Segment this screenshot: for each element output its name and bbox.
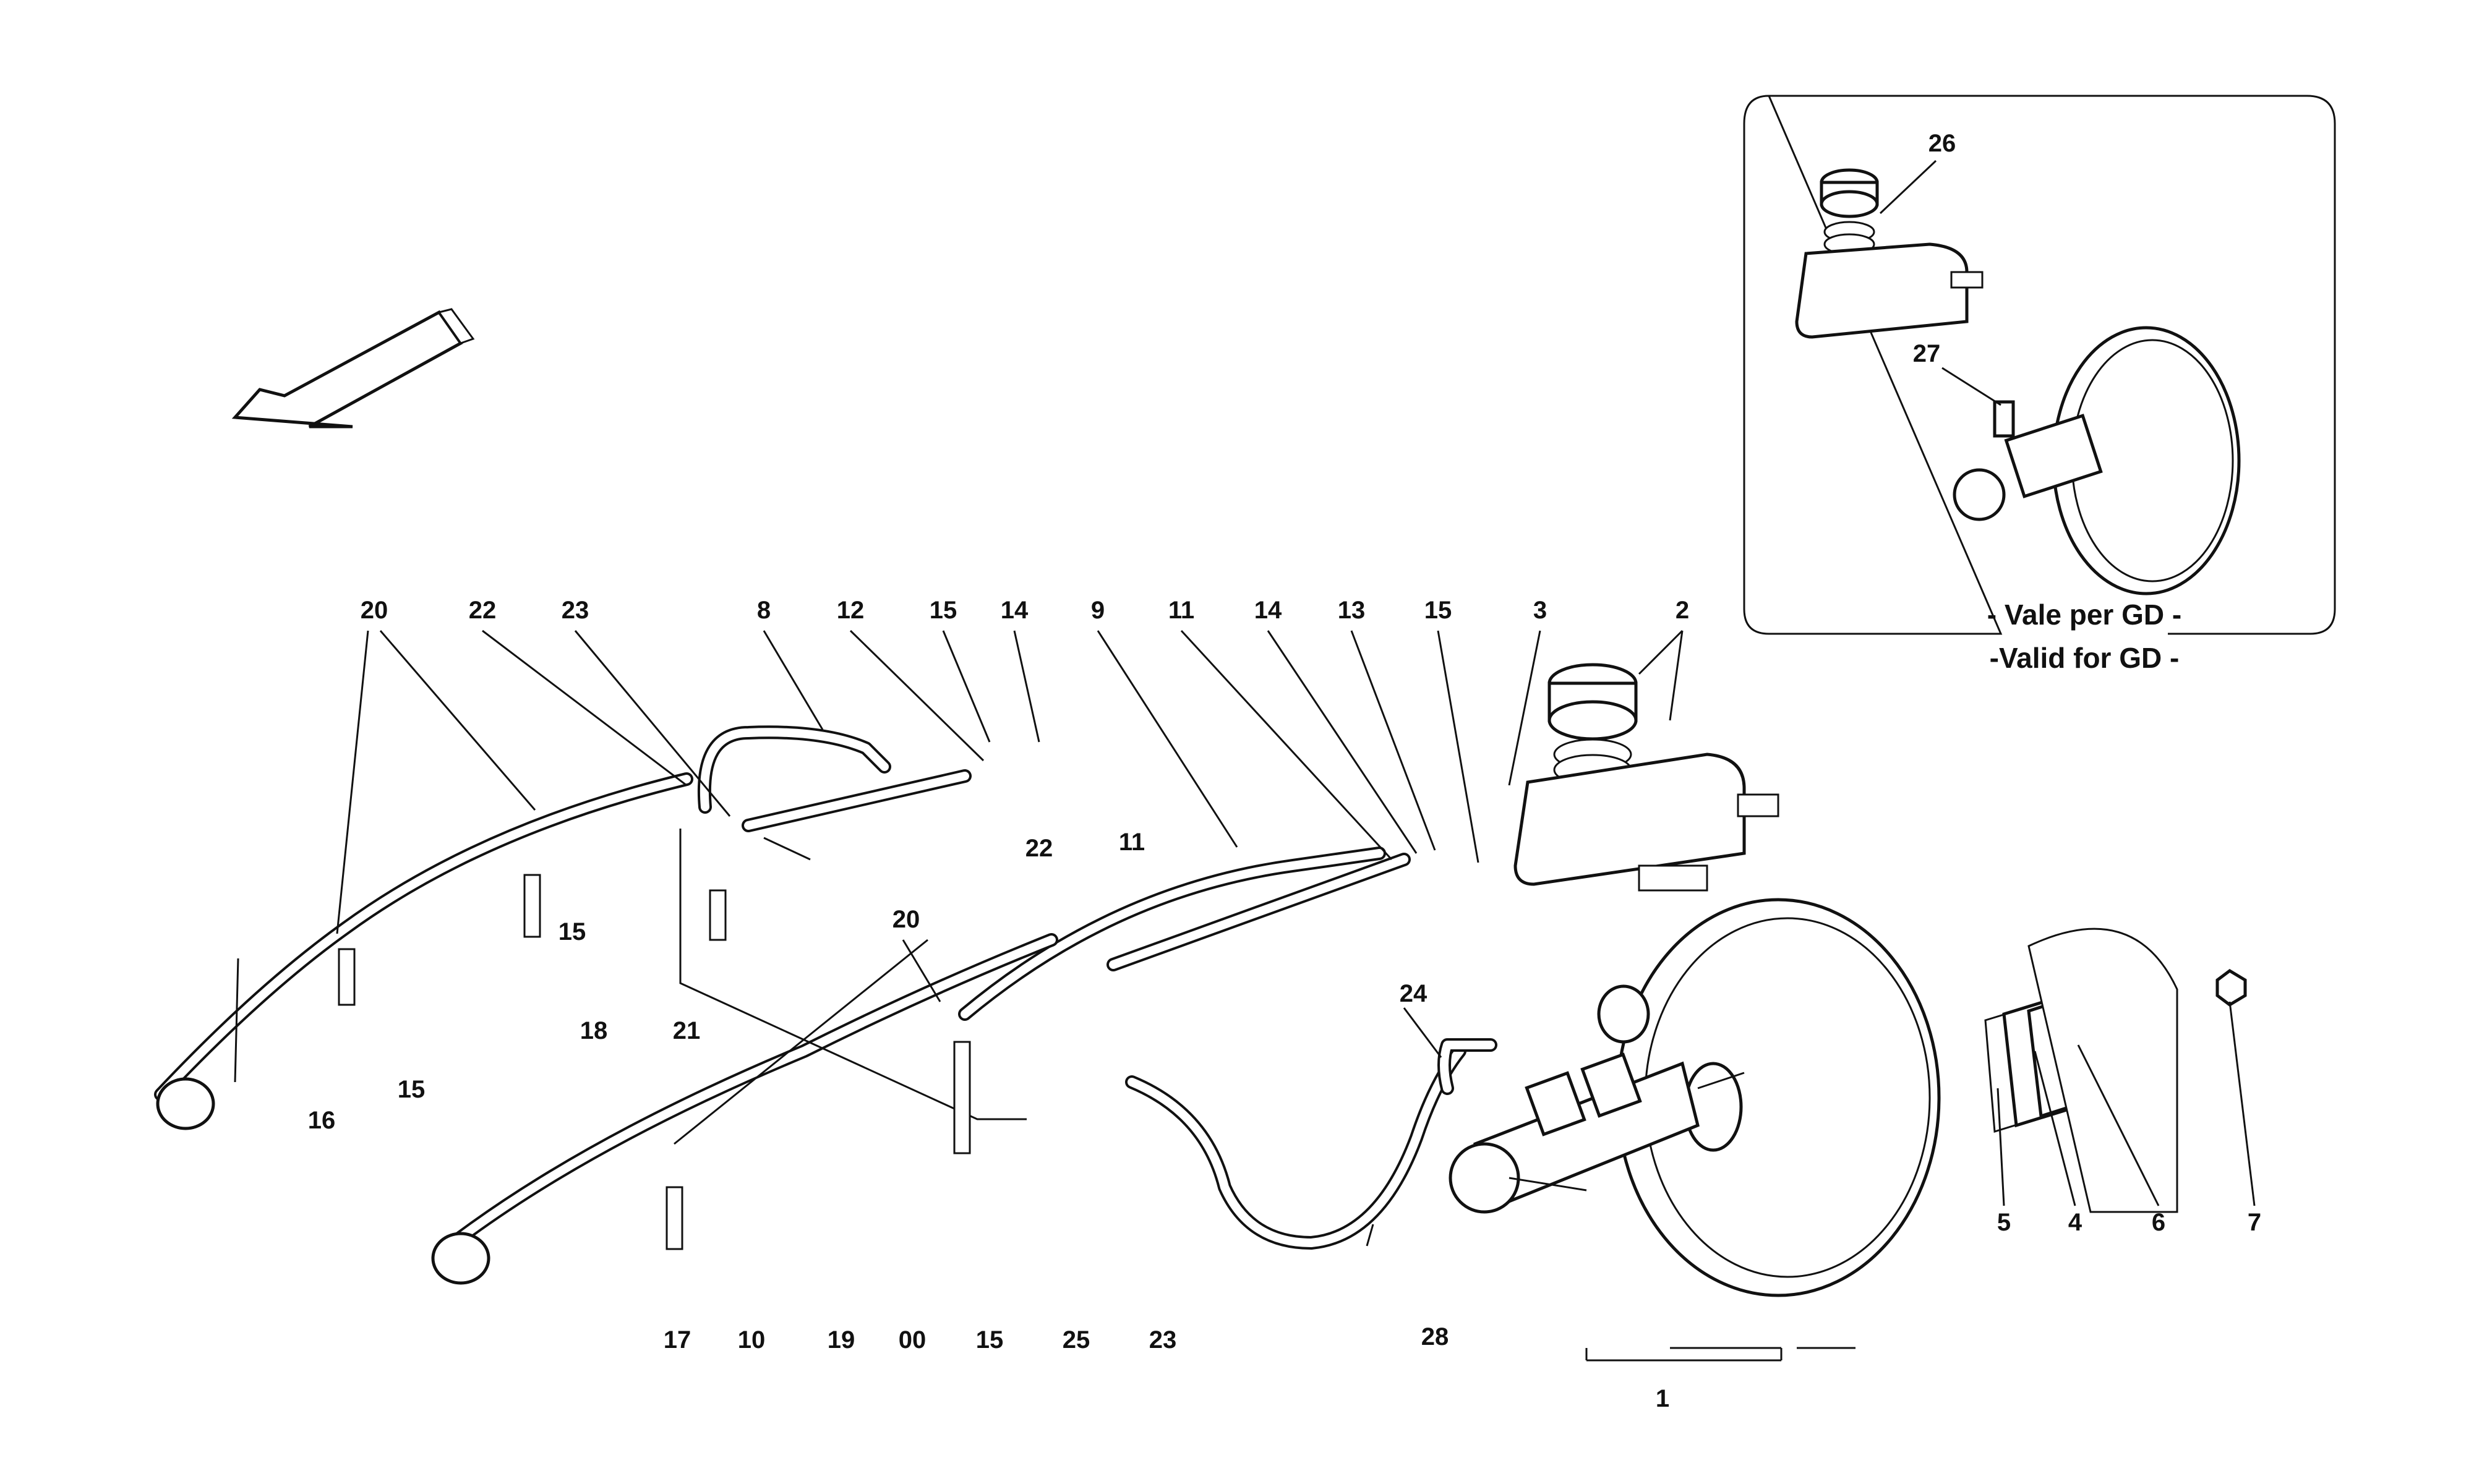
callout-22-upper: 22 bbox=[469, 597, 497, 624]
callout-23-upper: 23 bbox=[562, 597, 589, 624]
callout-14-right: 14 bbox=[1254, 597, 1282, 624]
rear-fittings bbox=[156, 1077, 490, 1285]
callout-11-lower: 11 bbox=[1119, 829, 1145, 856]
callout-20-lower: 20 bbox=[892, 906, 920, 933]
callout-22-lower: 22 bbox=[1025, 835, 1053, 862]
callout-15-mid: 15 bbox=[559, 918, 586, 945]
callout-15-top-left: 15 bbox=[930, 597, 957, 624]
brake-fluid-reservoir bbox=[1513, 663, 1779, 892]
inset-booster bbox=[1941, 326, 2241, 595]
callout-20-upper: 20 bbox=[361, 597, 388, 624]
callout-21: 21 bbox=[673, 1017, 701, 1044]
callout-6: 6 bbox=[2152, 1209, 2165, 1236]
pipe-brackets bbox=[338, 874, 971, 1250]
callout-14-left: 14 bbox=[1001, 597, 1029, 624]
callout-labels: 1 2 3 4 5 6 7 8 9 10 11 11 12 13 14 14 1… bbox=[308, 130, 2261, 1412]
master-cylinder bbox=[1449, 1052, 1745, 1214]
callout-15-left: 15 bbox=[398, 1076, 426, 1103]
callout-9: 9 bbox=[1091, 597, 1105, 624]
callout-18: 18 bbox=[580, 1017, 608, 1044]
mounting-gaskets bbox=[1984, 927, 2247, 1213]
callout-23-lower: 23 bbox=[1149, 1326, 1177, 1354]
callout-8: 8 bbox=[757, 597, 771, 624]
callout-3: 3 bbox=[1533, 597, 1547, 624]
inset-panel bbox=[1743, 95, 2336, 635]
callout-4: 4 bbox=[2068, 1209, 2082, 1236]
callout-26: 26 bbox=[1928, 130, 1956, 157]
inset-caption-italian: - Vale per GD - bbox=[1987, 599, 2181, 631]
callout-15-bottom: 15 bbox=[976, 1326, 1004, 1354]
inset-reservoir bbox=[1795, 168, 1984, 339]
callout-17: 17 bbox=[664, 1326, 691, 1354]
callout-1: 1 bbox=[1656, 1385, 1669, 1412]
callout-15-top-right: 15 bbox=[1424, 597, 1452, 624]
inset-caption-english: -Valid for GD - bbox=[1990, 642, 2180, 674]
leader-lines bbox=[234, 629, 2256, 1362]
callout-13: 13 bbox=[1338, 597, 1366, 624]
callout-28: 28 bbox=[1421, 1323, 1449, 1350]
callout-12: 12 bbox=[837, 597, 865, 624]
callout-16: 16 bbox=[308, 1107, 336, 1134]
callout-11-upper: 11 bbox=[1168, 597, 1194, 624]
callout-19: 19 bbox=[828, 1326, 855, 1354]
direction-arrow-icon bbox=[231, 308, 475, 429]
callout-7: 7 bbox=[2248, 1209, 2261, 1236]
callout-24: 24 bbox=[1400, 980, 1427, 1007]
callout-00: 00 bbox=[899, 1326, 927, 1354]
callout-10: 10 bbox=[738, 1326, 766, 1354]
callout-27: 27 bbox=[1913, 340, 1941, 367]
callout-2: 2 bbox=[1676, 597, 1689, 624]
callout-5: 5 bbox=[1997, 1209, 2011, 1236]
callout-25: 25 bbox=[1063, 1326, 1090, 1354]
